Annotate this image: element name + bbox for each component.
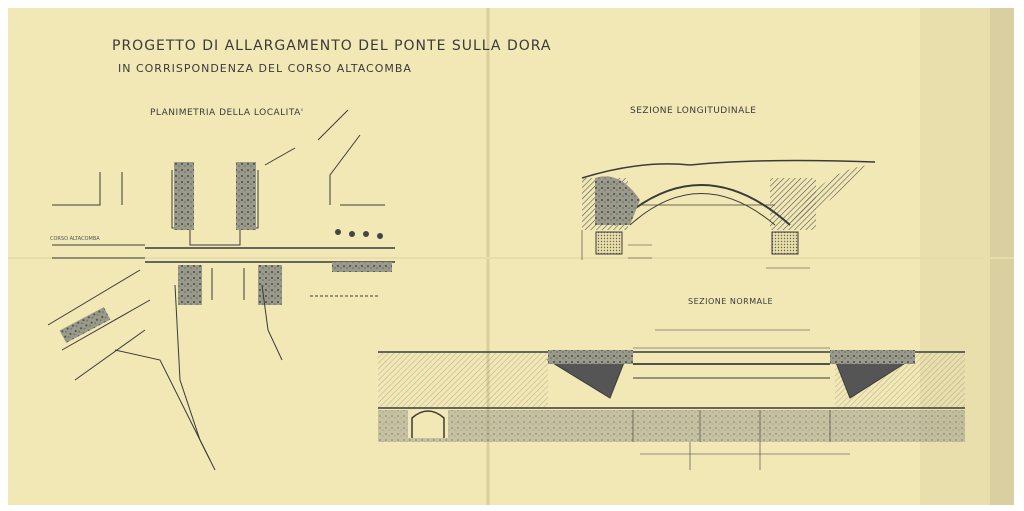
longitudinal-section-title: SEZIONE LONGITUDINALE xyxy=(630,106,757,116)
drawing-title: PROGETTO DI ALLARGAMENTO DEL PONTE SULLA… xyxy=(112,38,552,54)
site-plan xyxy=(47,109,395,471)
transverse-section xyxy=(378,329,965,470)
drawing-subtitle: IN CORRISPONDENZA DEL CORSO ALTACOMBA xyxy=(118,62,412,75)
transverse-section-title: SEZIONE NORMALE xyxy=(688,297,774,306)
longitudinal-section xyxy=(581,159,876,269)
site-plan-title: PLANIMETRIA DELLA LOCALITA' xyxy=(150,108,304,118)
street-label: CORSO ALTACOMBA xyxy=(50,236,100,242)
